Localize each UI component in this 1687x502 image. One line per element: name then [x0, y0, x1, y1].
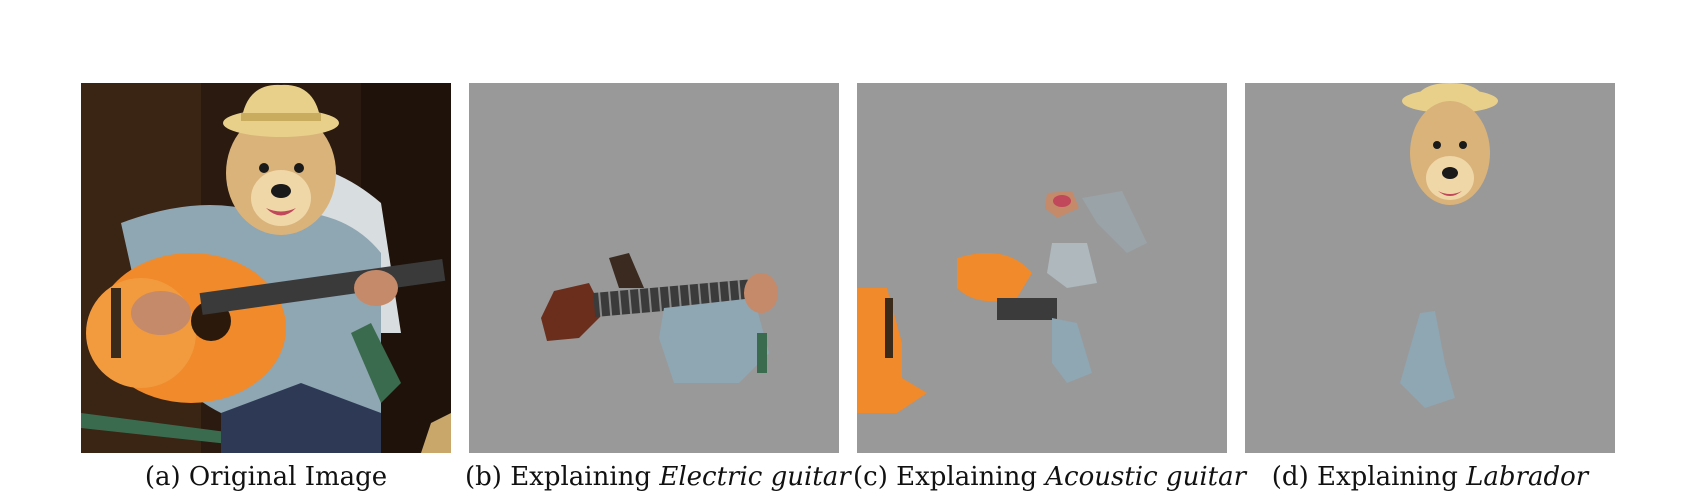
caption-d-prefix: Explaining [1316, 462, 1458, 492]
caption-d-class-name: Labrador [1466, 462, 1589, 492]
panel-original-image [81, 83, 451, 453]
explanation-labrador-mask [1245, 83, 1615, 453]
caption-b-prefix: Explaining [510, 462, 652, 492]
original-image [81, 83, 451, 453]
caption-b-label: (b) [465, 462, 502, 492]
caption-b: (b) Explaining Electric guitar [465, 460, 851, 494]
panel-electric-guitar [469, 83, 839, 453]
caption-c-prefix: Explaining [896, 462, 1037, 492]
caption-d: (d) Explaining Labrador [1245, 460, 1615, 494]
caption-b-class-name: Electric guitar [659, 462, 851, 492]
caption-a-label: (a) Original Image [144, 462, 388, 492]
explanation-electric-guitar-mask [469, 83, 839, 453]
caption-c: (c) Explaining Acoustic guitar [853, 460, 1246, 494]
caption-c-class-name: Acoustic guitar [1045, 462, 1247, 492]
explanation-acoustic-guitar-mask [857, 83, 1227, 453]
caption-c-label: (c) [853, 462, 888, 492]
caption-a: (a) Original Image [81, 460, 451, 494]
caption-d-label: (d) [1271, 462, 1309, 492]
panel-labrador [1245, 83, 1615, 453]
panel-acoustic-guitar [857, 83, 1227, 453]
